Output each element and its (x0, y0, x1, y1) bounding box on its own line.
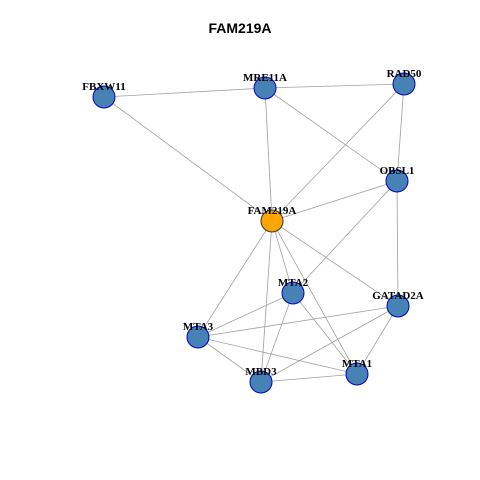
edge-mta2-mta1 (292, 292, 358, 375)
node-label: MTA2 (278, 277, 309, 289)
node-label: FBXW11 (82, 81, 125, 93)
node-circle[interactable] (345, 362, 369, 386)
edge-mre11a-obsl1 (264, 87, 398, 182)
node-fam219a[interactable]: FAM219A (248, 205, 297, 233)
graph-title: FAM219A (208, 20, 272, 36)
node-circle[interactable] (386, 294, 410, 318)
node-label: MRE11A (243, 72, 287, 84)
node-label: GATAD2A (372, 290, 424, 302)
edge-fbxw11-fam219a (103, 96, 273, 222)
edge-rad50-fam219a (271, 83, 405, 222)
edge-fam219a-mta1 (271, 220, 358, 375)
node-mta3[interactable]: MTA3 (183, 321, 214, 349)
node-layer: FAM219A FBXW11 MRE11A RAD50OBSL1MTA2GATAD2A… (82, 68, 424, 394)
edge-mbd3-mta1 (260, 373, 358, 383)
node-circle[interactable] (392, 72, 416, 96)
node-circle[interactable] (281, 281, 305, 305)
edge-fam219a-gatad2a (271, 220, 399, 307)
edge-fbxw11-mre11a (103, 87, 266, 98)
node-label: RAD50 (387, 68, 422, 80)
edge-rad50-obsl1 (396, 83, 405, 182)
node-mta2[interactable]: MTA2 (278, 277, 309, 305)
edge-mta3-mbd3 (197, 336, 262, 383)
edge-gatad2a-mta3 (197, 305, 399, 338)
node-fbxw11[interactable]: FBXW11 (82, 81, 126, 109)
edge-mre11a-rad50 (264, 83, 405, 89)
edge-obsl1-mta2 (292, 180, 398, 294)
node-label: OBSL1 (380, 165, 415, 177)
node-circle[interactable] (260, 209, 284, 233)
node-label: MBD3 (245, 366, 277, 378)
node-circle[interactable] (186, 325, 210, 349)
node-label: MTA1 (342, 358, 372, 370)
edge-obsl1-gatad2a (396, 180, 399, 307)
edge-gatad2a-mbd3 (260, 305, 399, 383)
edge-fam219a-mta2 (271, 220, 294, 294)
node-mta1[interactable]: MTA1 (342, 358, 372, 386)
edge-mta3-mta1 (197, 336, 358, 375)
edge-mta2-mbd3 (260, 292, 294, 383)
edge-fam219a-mbd3 (260, 220, 273, 383)
edge-mta2-mta3 (197, 292, 294, 338)
node-circle[interactable] (253, 76, 277, 100)
edge-obsl1-fam219a (271, 180, 398, 222)
node-circle[interactable] (92, 85, 116, 109)
node-circle[interactable] (249, 370, 273, 394)
node-gatad2a[interactable]: GATAD2A (372, 290, 424, 318)
edge-fam219a-mta3 (197, 220, 273, 338)
edge-layer (103, 83, 405, 383)
node-label: MTA3 (183, 321, 214, 333)
node-mbd3[interactable]: MBD3 (245, 366, 277, 394)
node-circle[interactable] (385, 169, 409, 193)
node-mre11a[interactable]: MRE11A (243, 72, 287, 100)
edge-gatad2a-mta1 (356, 305, 399, 375)
node-label: FAM219A (248, 205, 297, 217)
edge-mre11a-fam219a (264, 87, 273, 222)
node-rad50[interactable]: RAD50 (387, 68, 422, 96)
node-obsl1[interactable]: OBSL1 (380, 165, 415, 193)
